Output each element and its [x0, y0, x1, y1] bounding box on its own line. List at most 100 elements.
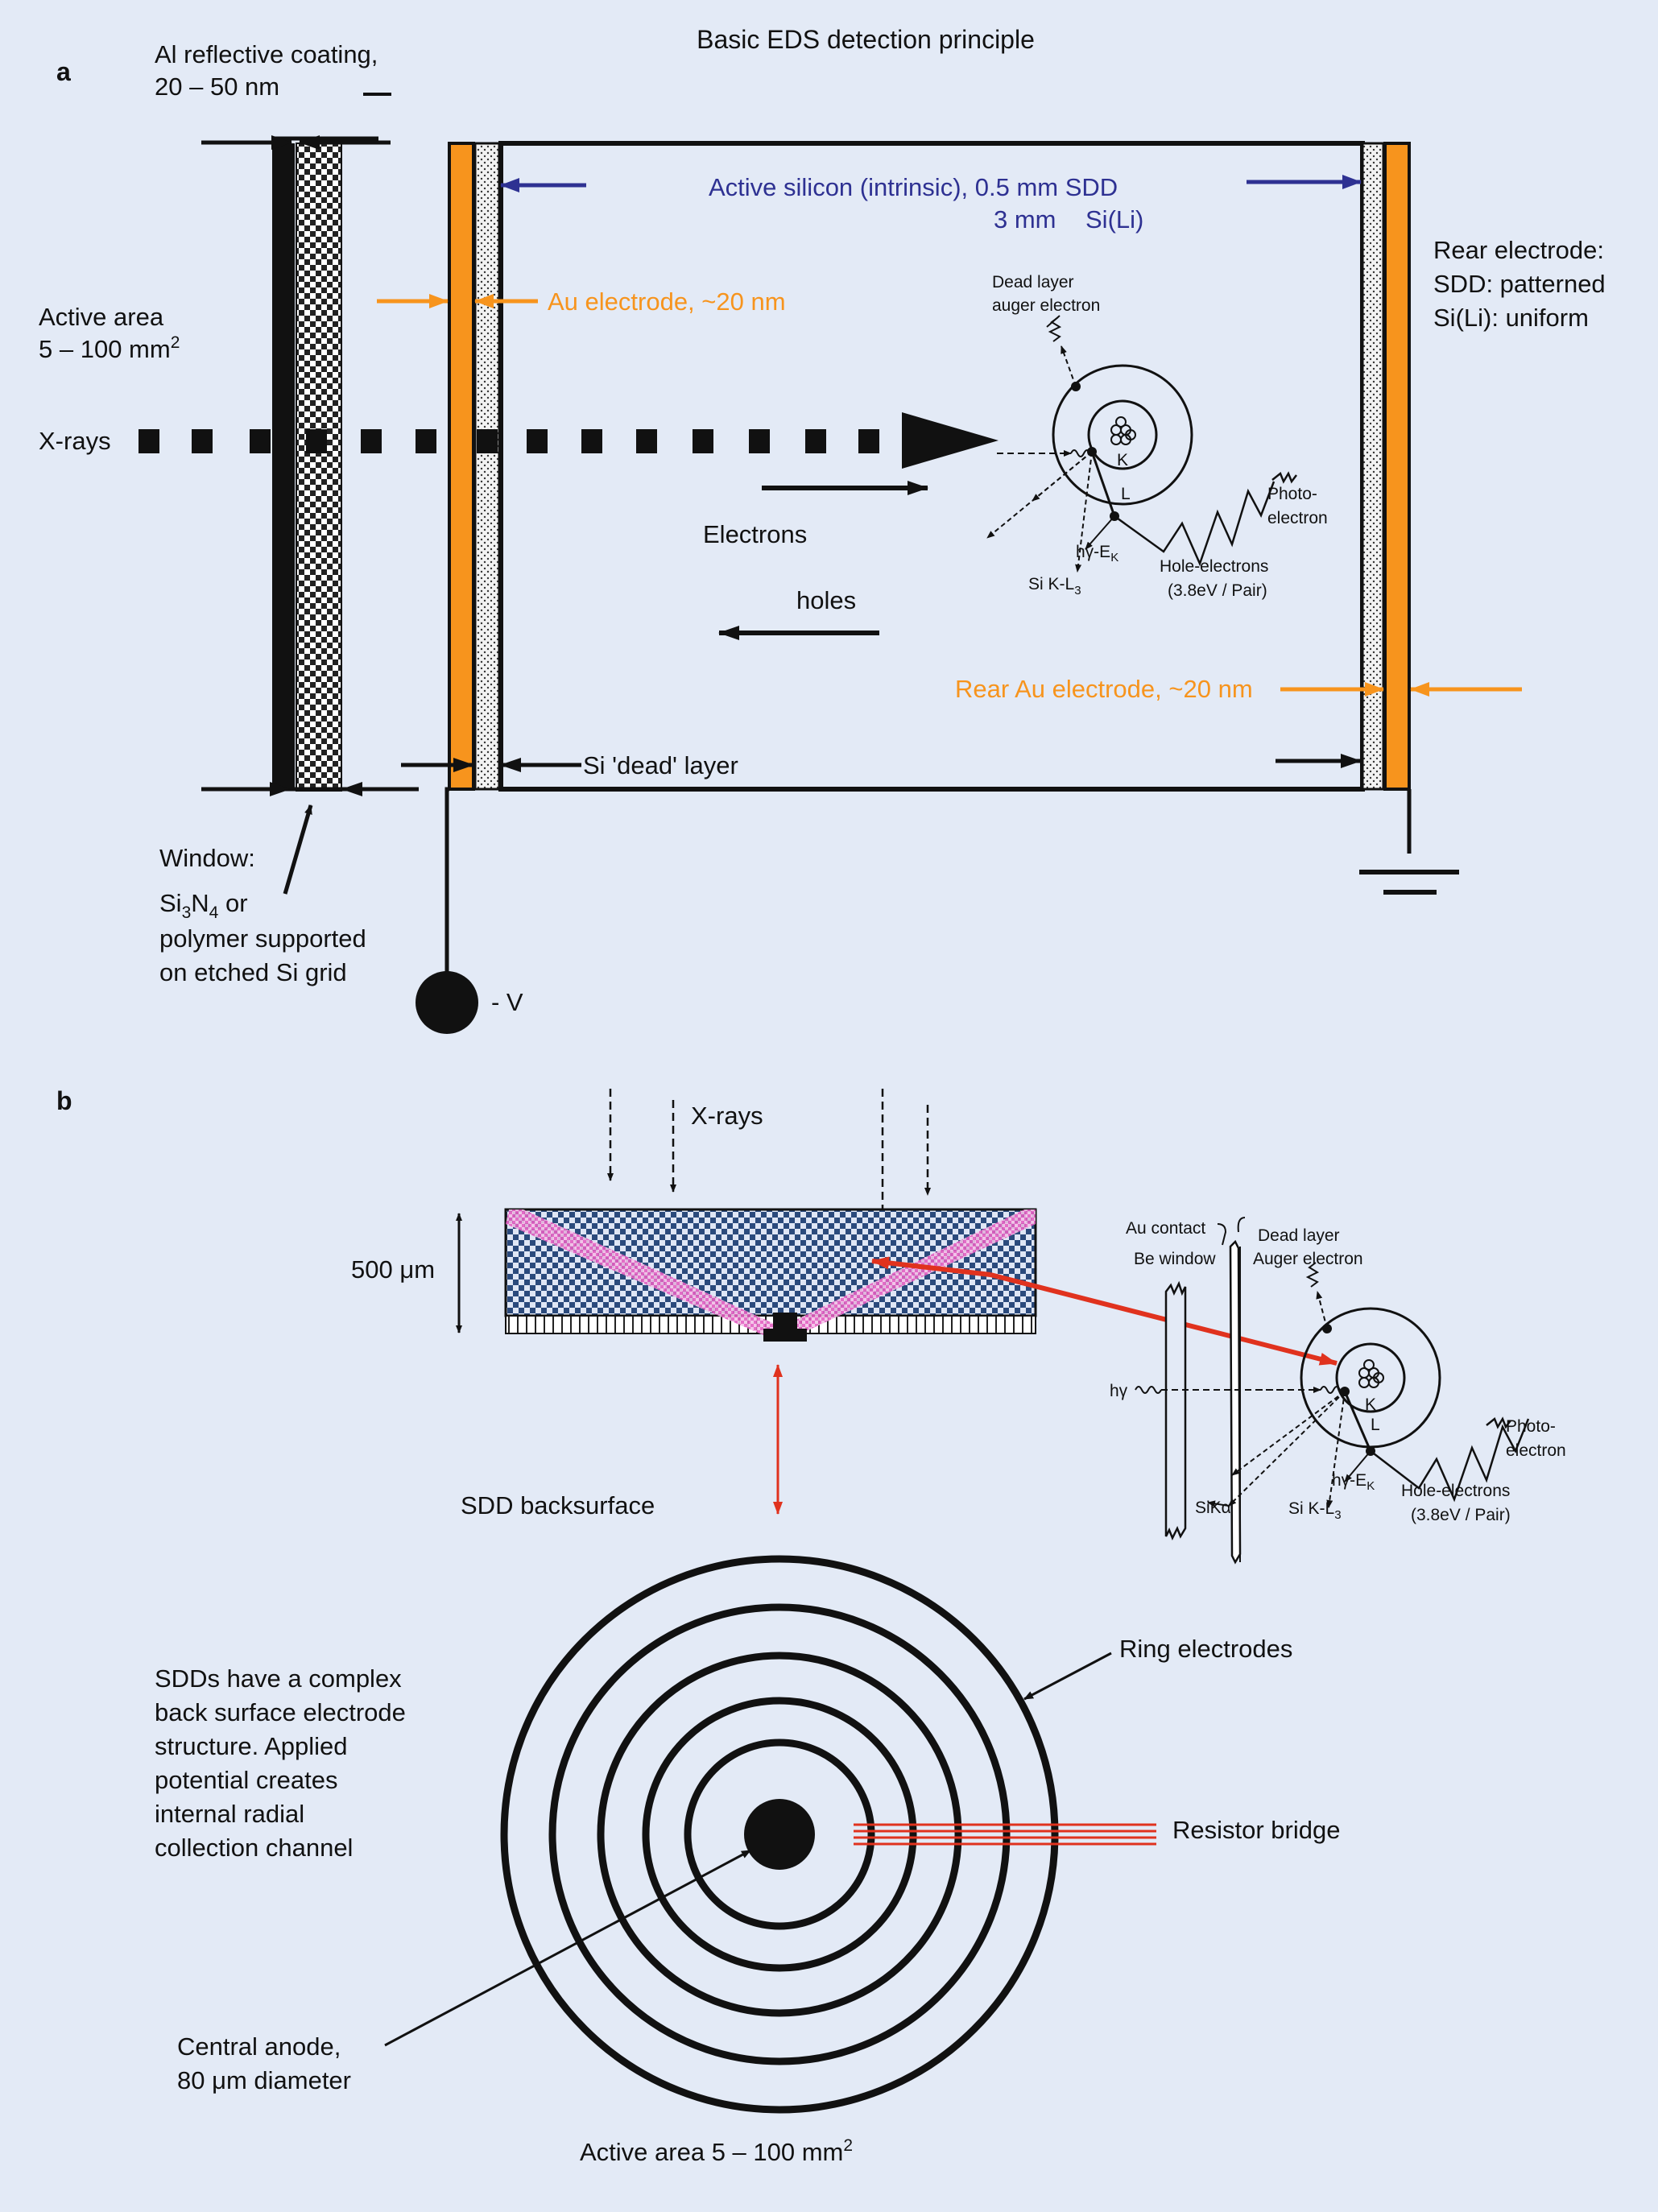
hole-electrons-label-2: (3.8eV / Pair): [1168, 581, 1267, 600]
sdd-anode-stem: [773, 1313, 797, 1330]
description-line-2: back surface electrode: [155, 1698, 406, 1726]
resistor-bridge: [854, 1823, 1156, 1846]
atom-a: [986, 315, 1297, 573]
atom-b-auger-burst: [1305, 1262, 1320, 1288]
window-label-3: polymer supported: [159, 924, 366, 953]
atom-b-scatter-3: [1326, 1391, 1346, 1508]
atom-b-k-shell: [1335, 1342, 1406, 1413]
figure-title: Basic EDS detection principle: [697, 25, 1035, 54]
b-photoelectron-label-1: Photo-: [1506, 1417, 1556, 1436]
rear-electrode-label-3: Si(Li): uniform: [1433, 304, 1589, 332]
backsurface-label: SDD backsurface: [461, 1491, 655, 1519]
atom-b-xray-wave: [1320, 1386, 1341, 1394]
atom-a-transition: [1090, 451, 1116, 517]
central-anode: [744, 1799, 815, 1870]
au-contact-pointer: [1217, 1223, 1227, 1246]
dead-layer-label: Si 'dead' layer: [583, 751, 738, 779]
window-label-2: Si3N4 or: [159, 889, 248, 922]
bias-source: [416, 971, 478, 1034]
atom-a-l-label: L: [1121, 485, 1131, 503]
sikalpha-label: SiKα: [1195, 1499, 1231, 1517]
electrons-label: Electrons: [703, 520, 807, 548]
atom-a-k-label: K: [1117, 451, 1128, 469]
xray-beam: [139, 412, 999, 469]
hole-electrons-label-1: Hole-electrons: [1160, 557, 1268, 576]
atom-a-xray-wave: [1070, 449, 1091, 457]
xrays-label: X-rays: [39, 427, 111, 455]
b-dead-layer-label-1: Dead layer: [1258, 1226, 1340, 1245]
al-coating-layer: [272, 143, 295, 791]
photoelectron-label-2: electron: [1267, 509, 1328, 527]
active-silicon-label-2: 3 mm: [994, 205, 1056, 234]
active-silicon-label-1: Active silicon (intrinsic), 0.5 mm SDD: [709, 173, 1118, 201]
ring-electrodes: [500, 1555, 1059, 2114]
sdd-anode: [763, 1329, 807, 1342]
atom-a-auger-spark: [1046, 315, 1061, 328]
central-anode-label-2: 80 μm diameter: [177, 2066, 351, 2094]
dead-layer-auger-label-1: Dead layer: [992, 273, 1074, 291]
photoelectron-label-1: Photo-: [1267, 485, 1317, 503]
b-dead-layer-label-2: Auger electron: [1253, 1250, 1363, 1268]
front-dead-layer: [473, 142, 501, 791]
window-label-4: on etched Si grid: [159, 958, 347, 986]
b-xrays-label: X-rays: [691, 1102, 763, 1130]
description-line-5: internal radial: [155, 1800, 304, 1828]
atom-b-auger-path: [1316, 1291, 1328, 1329]
b-active-area-label: Active area 5 – 100 mm2: [580, 2136, 853, 2166]
atom-b-scatter-2: [1228, 1391, 1346, 1507]
atom-a-kl-path: [1085, 515, 1115, 550]
atom-b-nucleus: [1358, 1359, 1384, 1388]
atom-b-kl-path: [1344, 1450, 1371, 1482]
holes-label: holes: [796, 586, 856, 614]
zoom-arrow-left: [871, 1256, 991, 1277]
al-coating-label-1: Al reflective coating,: [155, 40, 378, 68]
atom-b-photoelectron-path: [1370, 1418, 1530, 1503]
ring-4: [642, 1697, 917, 1972]
panel-a: Al reflective coating, 20 – 50 nm Active…: [39, 40, 1606, 1034]
central-anode-label-1: Central anode,: [177, 2032, 341, 2061]
atom-b: [1135, 1262, 1530, 1508]
panel-a-letter: a: [56, 57, 71, 86]
minus-v-label: - V: [491, 988, 523, 1016]
rear-au-label: Rear Au electrode, ~20 nm: [955, 675, 1253, 703]
b-si-kl-label: Si K-L3: [1288, 1499, 1342, 1522]
panel-b-letter: b: [56, 1086, 72, 1115]
ring-2: [548, 1603, 1011, 2065]
au-contact-label: Au contact: [1126, 1219, 1205, 1238]
be-window-shape: [1164, 1280, 1187, 1541]
description-line-1: SDDs have a complex: [155, 1664, 402, 1693]
ring-3: [597, 1652, 962, 2017]
rear-dead-layer: [1361, 142, 1385, 791]
atom-b-l-label: L: [1371, 1416, 1380, 1434]
dead-layer-auger-label-2: auger electron: [992, 296, 1100, 315]
atom-a-photoelectron-end: [1271, 471, 1297, 484]
ring-electrodes-label: Ring electrodes: [1119, 1635, 1292, 1663]
atom-a-scatter-3: [1075, 451, 1093, 573]
h-gamma-label: hγ-EK: [1076, 543, 1118, 564]
atom-a-auger-path: [1061, 345, 1077, 387]
atom-b-scatter-1: [1231, 1391, 1346, 1476]
b-h-gamma-in-label: hγ: [1110, 1382, 1128, 1400]
si-kl-label: Si K-L3: [1028, 575, 1081, 597]
rear-electrode-label-1: Rear electrode:: [1433, 236, 1604, 264]
description-line-3: structure. Applied: [155, 1732, 348, 1760]
be-window-label: Be window: [1134, 1250, 1216, 1268]
atom-b-sikalpha-tail: [1207, 1500, 1230, 1507]
atom-a-photoelectron-path: [1114, 481, 1276, 567]
rear-au-electrode: [1383, 142, 1411, 791]
dead-layer-pointer: [1237, 1217, 1246, 1233]
active-area-label-2: 5 – 100 mm2: [39, 333, 180, 363]
b-hole-electrons-label-2: (3.8eV / Pair): [1411, 1506, 1511, 1524]
active-silicon-label-3: Si(Li): [1085, 205, 1143, 234]
atom-b-k-label: K: [1365, 1395, 1376, 1414]
resistor-bridge-label: Resistor bridge: [1172, 1816, 1340, 1844]
atom-b-transition: [1343, 1391, 1372, 1452]
au-electrode-label: Au electrode, ~20 nm: [548, 287, 786, 316]
ring-electrodes-pointer: [1023, 1652, 1112, 1701]
panel-b: X-rays 500 μm SDD backsurface Au contact…: [155, 1089, 1566, 2166]
zoom-arrow-right: [990, 1272, 1338, 1366]
sdd-block: [504, 1208, 1037, 1317]
b-hole-electrons-label-1: Hole-electrons: [1401, 1482, 1510, 1500]
